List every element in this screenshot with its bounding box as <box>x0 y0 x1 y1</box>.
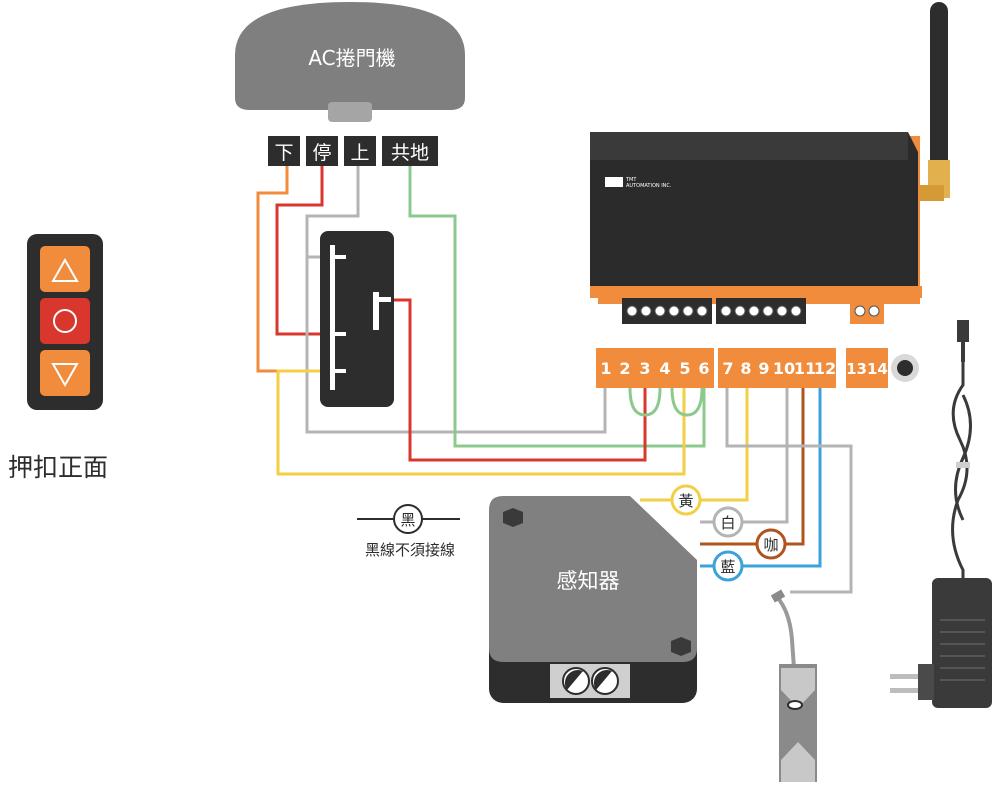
power-adapter <box>890 320 992 708</box>
remote-caption: 押扣正面 <box>8 453 108 482</box>
terminal-number: 8 <box>740 359 751 378</box>
wire-green-loop-1 <box>628 387 662 417</box>
triangle-down-icon <box>51 363 79 388</box>
door-sensor <box>770 589 817 782</box>
wire-tags: 黃 白 咖 藍 黑 <box>393 484 787 582</box>
wire-orange <box>256 166 330 373</box>
motor-title: AC捲門機 <box>308 46 395 70</box>
terminal-down: 下 <box>274 142 293 164</box>
terminal-number: 3 <box>639 359 650 378</box>
terminal-number: 2 <box>619 359 630 378</box>
relay-block <box>320 231 394 407</box>
wire-sensor-yellow <box>640 388 749 502</box>
svg-text:AUTOMATION INC.: AUTOMATION INC. <box>626 183 672 189</box>
terminal-number: 1 <box>600 359 611 378</box>
terminal-up: 上 <box>350 142 369 164</box>
wire-red-stop <box>275 166 330 336</box>
svg-text:TMT: TMT <box>625 177 637 183</box>
wire-green-loop-2 <box>670 387 704 417</box>
controller: TMT AUTOMATION INC. <box>590 132 922 324</box>
sensor: 感知器 <box>489 496 697 703</box>
wire-sensor-brown <box>700 388 805 546</box>
wire-sensor-grey <box>700 388 789 524</box>
terminal-number: 9 <box>758 359 769 378</box>
tag-blue: 藍 <box>720 558 735 576</box>
tag-yellow: 黃 <box>678 492 693 510</box>
terminal-number-13-14: 1314 <box>846 360 888 378</box>
circle-icon <box>53 309 77 333</box>
brand-logo: TMT AUTOMATION INC. <box>605 177 672 189</box>
tag-brown: 咖 <box>763 536 778 554</box>
remote-control <box>27 234 103 410</box>
terminal-number: 11 <box>794 359 816 378</box>
terminal-strip: 1 2 3 4 5 6 7 8 9 10 11 12 1314 <box>596 348 919 388</box>
terminal-number: 6 <box>698 359 709 378</box>
ac-motor: AC捲門機 <box>235 2 465 122</box>
terminal-number: 12 <box>814 359 836 378</box>
terminal-number: 4 <box>659 359 670 378</box>
tag-black: 黑 <box>400 511 415 529</box>
wire-red-t3 <box>392 298 647 462</box>
terminal-number: 5 <box>679 359 690 378</box>
terminal-stop: 停 <box>312 142 331 164</box>
triangle-up-icon <box>51 257 79 282</box>
motor-terminals: 下 停 上 共地 <box>268 136 438 166</box>
wire-green <box>408 166 706 448</box>
terminal-number: 10 <box>773 359 795 378</box>
terminal-number: 7 <box>722 359 733 378</box>
antenna <box>918 2 950 201</box>
wire-grey-up <box>305 166 360 259</box>
wire-grey-t7 <box>725 388 853 594</box>
terminal-common: 共地 <box>391 142 429 164</box>
black-wire-note: 黑線不須接線 <box>365 541 455 559</box>
tag-white: 白 <box>720 514 735 532</box>
wire-yellow-t5 <box>276 369 686 476</box>
sensor-title: 感知器 <box>557 569 620 593</box>
